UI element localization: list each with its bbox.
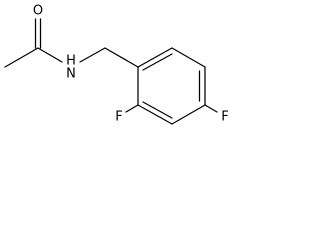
ring-inner-bond-c1-c6 [142,53,173,71]
ring-bond-c2-c3 [137,104,173,125]
molecule-structure-diagram: O H N F F [4,4,229,125]
ring-bond-c6-c1 [137,47,173,68]
atom-label-oxygen: O [33,4,43,19]
bond-nitrogen-methylene [79,47,106,63]
bond-ring-fluorine-ortho [125,104,139,113]
bond-methyl-carbonyl [4,47,39,68]
ring-bond-c5-c6 [171,47,206,68]
atom-label-hydrogen: H [66,54,76,69]
bond-methylene-ring [104,47,139,68]
bond-carbonyl-nitrogen [37,47,63,63]
atom-label-fluorine-ortho: F [115,110,122,125]
atom-label-fluorine-para: F [221,110,228,125]
bond-ring-fluorine-para [204,104,218,113]
ring-bond-c3-c4 [171,104,206,125]
ring-inner-bond-c2-c3 [142,101,173,119]
atom-label-nitrogen: N [66,67,76,82]
